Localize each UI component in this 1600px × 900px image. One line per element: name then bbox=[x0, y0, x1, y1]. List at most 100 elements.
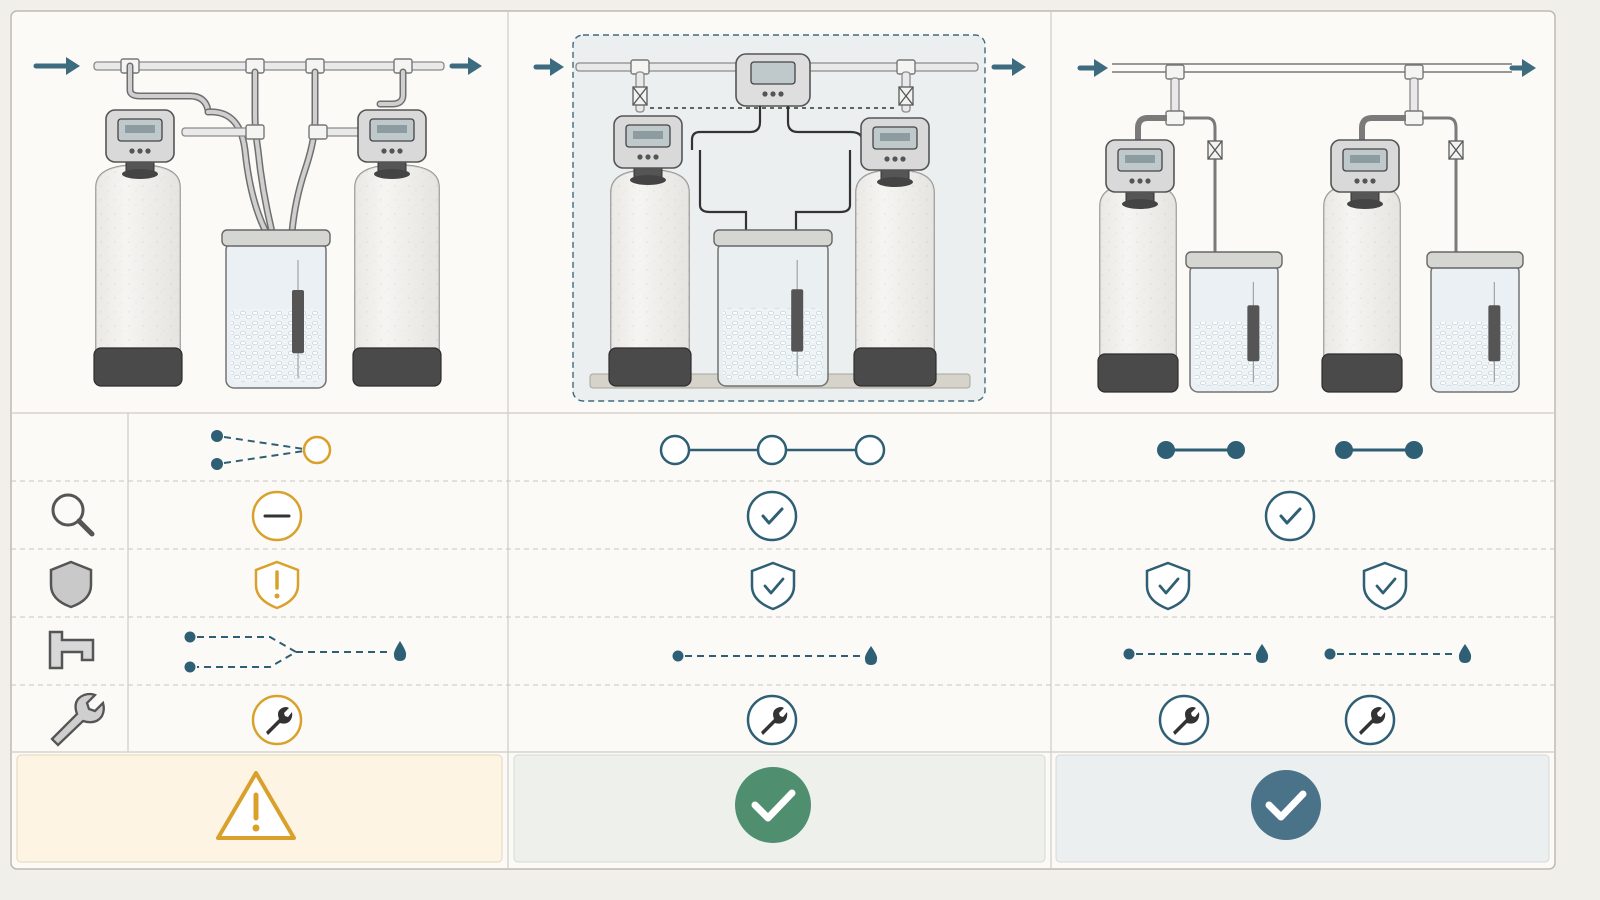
check-mark bbox=[761, 507, 784, 525]
tank-texture bbox=[611, 170, 689, 350]
input-node bbox=[211, 458, 223, 470]
flow-source-dot bbox=[1324, 648, 1336, 660]
shield-check-icon bbox=[1145, 561, 1191, 611]
wrench-icon bbox=[746, 694, 798, 746]
legend-icons bbox=[48, 493, 105, 747]
display-readout bbox=[1125, 155, 1155, 163]
wrench-shape bbox=[50, 692, 105, 747]
display-readout bbox=[125, 125, 155, 133]
brine-lid bbox=[1185, 251, 1283, 269]
arrow-head bbox=[66, 57, 80, 75]
wrench-ring bbox=[1344, 694, 1396, 746]
wrench-icon bbox=[1158, 694, 1210, 746]
hose-inner bbox=[378, 70, 405, 106]
wrench-glyph bbox=[761, 707, 788, 735]
float-assembly bbox=[1488, 305, 1501, 362]
pair-node bbox=[1335, 441, 1353, 459]
tee-fitting bbox=[1404, 64, 1424, 80]
salt-bed bbox=[723, 308, 823, 380]
control-collar bbox=[877, 177, 913, 187]
valve-cross bbox=[632, 86, 648, 106]
check-disc bbox=[1251, 770, 1321, 840]
water-drop-icon bbox=[1458, 644, 1472, 663]
magnifier-lens bbox=[51, 493, 85, 527]
brine-line bbox=[1422, 116, 1458, 254]
central-button bbox=[770, 91, 776, 97]
check-ring bbox=[746, 490, 798, 542]
shield-shape bbox=[49, 560, 93, 609]
central-button bbox=[762, 91, 768, 97]
salt-bed bbox=[1436, 322, 1514, 387]
control-head bbox=[357, 109, 427, 179]
control-button bbox=[137, 148, 143, 154]
check-mark bbox=[751, 789, 796, 822]
illustration-shared-brine bbox=[33, 57, 482, 389]
brine-tank bbox=[713, 229, 833, 387]
tee-fitting bbox=[1165, 110, 1185, 126]
central-button bbox=[778, 91, 784, 97]
control-wire bbox=[690, 106, 762, 150]
service-pipe bbox=[1135, 115, 1167, 142]
illustration-central-controller bbox=[533, 34, 1026, 402]
brine-lid bbox=[1426, 251, 1524, 269]
tank-base bbox=[1321, 353, 1403, 393]
shield-check-icon bbox=[750, 561, 796, 611]
magnifier-handle bbox=[76, 518, 95, 537]
salt-bed bbox=[231, 309, 321, 382]
control-wire bbox=[794, 150, 852, 232]
shield-outline bbox=[1145, 561, 1191, 611]
control-head bbox=[1330, 139, 1400, 209]
shield-icon bbox=[49, 560, 93, 609]
triangle-dot bbox=[252, 824, 260, 832]
arrow-head bbox=[1094, 59, 1108, 77]
arrow-head bbox=[1522, 59, 1536, 77]
wrench-icon bbox=[50, 692, 105, 747]
control-collar bbox=[1347, 199, 1383, 209]
flow-dashed-merge bbox=[197, 636, 388, 668]
flow-arrow-icon bbox=[533, 58, 564, 76]
valve-cross bbox=[1448, 140, 1464, 160]
service-pipe bbox=[1359, 115, 1406, 142]
control-button bbox=[1145, 178, 1151, 184]
valve-cross bbox=[1207, 140, 1223, 160]
central-controller bbox=[735, 53, 811, 107]
input-node bbox=[211, 430, 223, 442]
column-shared-brine-cells bbox=[16, 430, 503, 863]
wrench-icon bbox=[1344, 694, 1396, 746]
resin-tank bbox=[352, 164, 442, 387]
check-circle-slate-icon bbox=[1251, 770, 1321, 840]
brine-lid bbox=[713, 229, 833, 247]
brine-tank bbox=[1426, 251, 1524, 393]
control-button bbox=[129, 148, 135, 154]
control-button bbox=[389, 148, 395, 154]
water-drop-icon bbox=[1255, 644, 1269, 663]
tank-base bbox=[352, 347, 442, 387]
valve-icon bbox=[1207, 140, 1223, 160]
arrow-head bbox=[1012, 58, 1026, 76]
control-button bbox=[884, 156, 890, 162]
shield-outline bbox=[750, 561, 796, 611]
wrench-glyph bbox=[1359, 707, 1386, 735]
merge-node bbox=[302, 435, 332, 465]
check-circle-icon bbox=[746, 490, 798, 542]
check-mark bbox=[1265, 790, 1307, 821]
hose-inner bbox=[128, 64, 210, 112]
float-assembly bbox=[292, 290, 304, 354]
shield-check bbox=[1375, 577, 1397, 595]
salt-bed bbox=[1195, 322, 1273, 387]
flow-source-dot bbox=[184, 631, 196, 643]
float-assembly bbox=[791, 289, 804, 352]
topology-merge-icon bbox=[211, 430, 332, 470]
topology-series-icon bbox=[659, 434, 886, 466]
control-button bbox=[145, 148, 151, 154]
illustration-independent-systems bbox=[1077, 59, 1536, 393]
control-button bbox=[1137, 178, 1143, 184]
display-readout bbox=[880, 133, 910, 141]
check-circle-green-icon bbox=[735, 767, 811, 843]
display-readout bbox=[377, 125, 407, 133]
valve-icon bbox=[898, 86, 914, 106]
wrench-ring bbox=[1158, 694, 1210, 746]
wrench-glyph bbox=[1173, 707, 1200, 735]
control-collar bbox=[374, 169, 410, 179]
